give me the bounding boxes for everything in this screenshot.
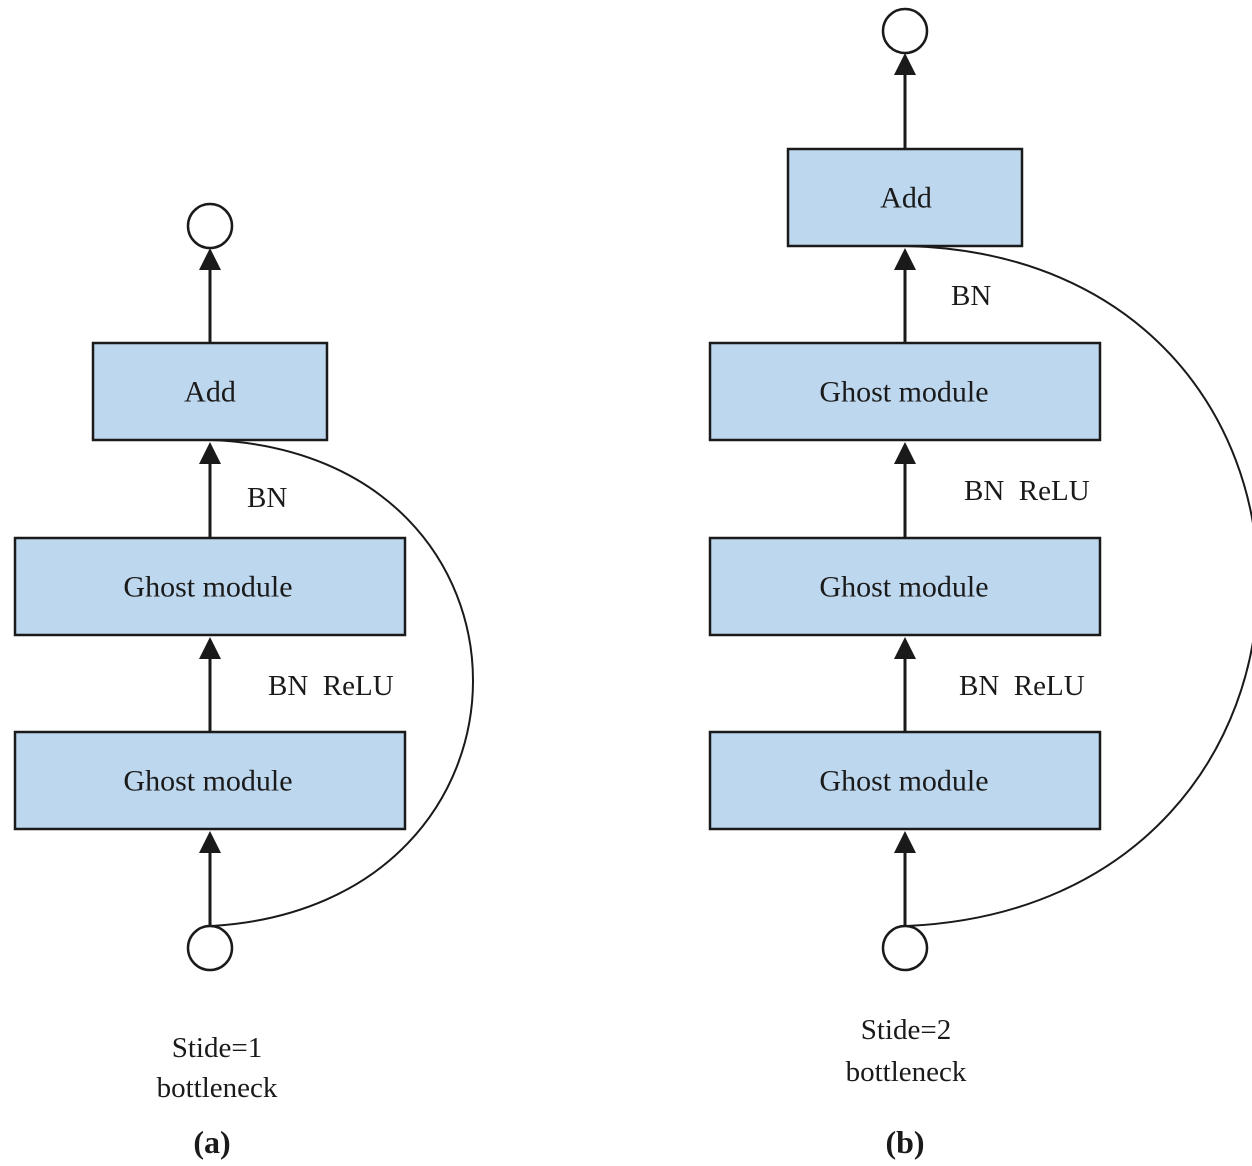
panel-a-lower-ghost-module-label: Ghost module xyxy=(123,765,292,798)
panel-b: Add BN Ghost module BN ReLU Ghost module… xyxy=(708,7,1252,1160)
panel-b-top-ghost-module-label: Ghost module xyxy=(819,376,988,409)
panel-b-bottom-ghost-module xyxy=(708,730,1102,831)
panel-b-top-ghost-module xyxy=(708,341,1102,442)
panel-a-add-box xyxy=(91,341,329,442)
panel-a-upper-ghost-module xyxy=(13,536,407,637)
panel-b-arrowhead-add xyxy=(894,248,916,270)
panel-a-caption-line2: bottleneck xyxy=(157,1072,278,1104)
panel-a-arrowhead-add xyxy=(199,442,221,464)
panel-b-middle-ghost-module-label: Ghost module xyxy=(819,571,988,604)
panel-a-arrowhead-lower xyxy=(199,831,221,853)
panel-a-skip-connection xyxy=(211,439,474,927)
panel-b-caption-line1: Stide=2 xyxy=(861,1014,951,1046)
panel-b-label-bn-relu-upper: BN ReLU xyxy=(964,475,1090,507)
panel-b-middle-ghost-module xyxy=(708,536,1102,637)
panel-b-arrowhead-middle xyxy=(894,637,916,659)
panel-b-bottom-ghost-module-label: Ghost module xyxy=(819,765,988,798)
panel-a-output-node xyxy=(186,202,234,250)
panel-b-label-bn: BN xyxy=(951,280,991,312)
panel-a-input-node xyxy=(186,924,234,972)
panel-b-label-bn-relu-lower: BN ReLU xyxy=(959,670,1085,702)
panel-a-label-bn: BN xyxy=(247,482,287,514)
panel-b-arrowhead-output xyxy=(894,53,916,75)
panel-b-input-node xyxy=(881,924,929,972)
panel-a-arrowhead-output xyxy=(199,248,221,270)
panel-a-lower-ghost-module xyxy=(13,730,407,831)
panel-a-label-bn-relu: BN ReLU xyxy=(268,670,394,702)
panel-b-caption-line2: bottleneck xyxy=(846,1056,967,1088)
panel-a: Add BN Ghost module BN ReLU Ghost module… xyxy=(13,202,474,1160)
panel-b-arrowhead-top xyxy=(894,442,916,464)
panel-b-arrowhead-bottom xyxy=(894,831,916,853)
panel-b-add-box xyxy=(786,147,1024,248)
panel-a-arrowhead-upper xyxy=(199,637,221,659)
panel-b-output-node xyxy=(881,7,929,55)
panel-a-upper-ghost-module-label: Ghost module xyxy=(123,571,292,604)
panel-a-add-label: Add xyxy=(184,376,236,409)
panel-b-label: (b) xyxy=(885,1124,924,1160)
panel-b-skip-connection xyxy=(906,245,1252,927)
panel-a-caption-line1: Stide=1 xyxy=(172,1032,262,1064)
panel-b-add-label: Add xyxy=(880,182,932,215)
panel-a-label: (a) xyxy=(193,1124,230,1160)
